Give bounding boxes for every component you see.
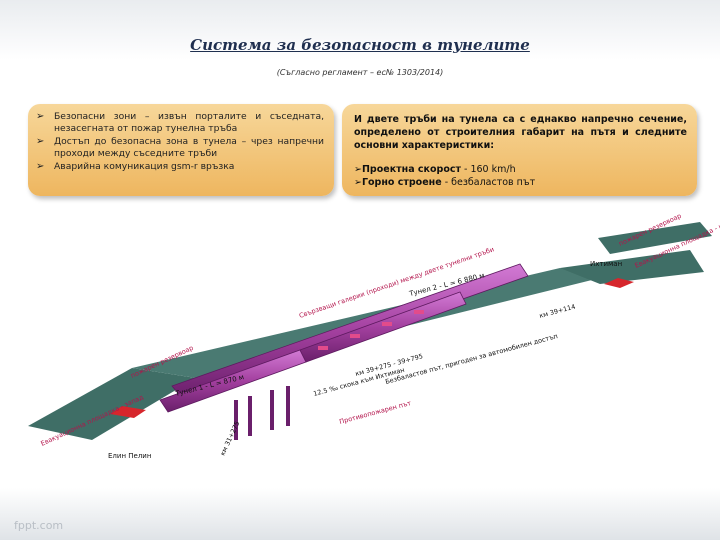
spec-label: Проектна скорост [361,164,461,175]
safety-list: ➢ Безопасни зони – извън порталите и съсе… [36,111,324,173]
watermark: fppt.com [14,519,64,532]
list-item-text: Безопасни зони – извън порталите и съсед… [54,111,324,134]
arrow-bullet-icon: ➢ [36,111,45,122]
list-item: ➢ Достъп до безопасна зона в тунела – чре… [36,136,324,160]
list-item: ➢ Аварийна комуникация gsm-r връзка [36,161,324,173]
cross-passage [414,310,424,314]
spec-value: - 160 km/h [461,164,516,175]
footer-band [0,488,720,540]
ground-right [560,250,704,284]
portal-pad-left [110,406,146,418]
page-title: Система за безопасност в тунелите [190,36,530,54]
ground-left [28,368,196,440]
header-band [0,0,720,60]
arrow-bullet-icon: ➢ [354,164,362,175]
tunnel-specs-box: И двете тръби на тунела са с еднакво нап… [342,104,697,196]
tunnel-tube-1b [299,291,467,363]
cross-passage [318,346,328,350]
ventilation-shafts [234,386,290,440]
tunnel-diagram: Тунел 1 - L = 870 м Тунел 2 - L = 6 880 … [28,212,720,460]
list-item-text: Аварийна комуникация gsm-r връзка [54,161,235,172]
list-item: ➢ Безопасни зони – извън порталите и съсе… [36,111,324,135]
spec-value: - безбаластов път [441,177,536,188]
km-right-label: км 39+114 [538,303,576,320]
arrow-bullet-icon: ➢ [36,136,45,147]
arrow-bullet-icon: ➢ [354,177,362,188]
cross-passages [318,310,424,350]
portal-pad-right [604,278,634,288]
station-left-label: Елин Пелин [108,452,151,460]
spec-label: Горно строене [361,177,442,188]
km-left-label: км 31+275 [219,420,242,457]
safety-zones-box: ➢ Безопасни зони – извън порталите и съсе… [28,104,334,196]
spec-track: ➢Горно строене - безбаластов път [354,176,687,189]
fire-road-label: Противопожарен път [338,399,412,426]
cross-passage [350,334,360,338]
specs-intro: И двете тръби на тунела са с еднакво нап… [354,114,687,151]
ground-right-far [598,222,712,254]
arrow-bullet-icon: ➢ [36,161,45,172]
page-subtitle: (Съгласно регламент – ес№ 1303/2014) [276,68,444,77]
list-item-text: Достъп до безопасна зона в тунела – чрез… [54,136,324,159]
cross-passage [382,322,392,326]
station-right-label: Ихтиман [590,260,622,268]
spec-speed: ➢Проектна скорост - 160 km/h [354,163,687,176]
